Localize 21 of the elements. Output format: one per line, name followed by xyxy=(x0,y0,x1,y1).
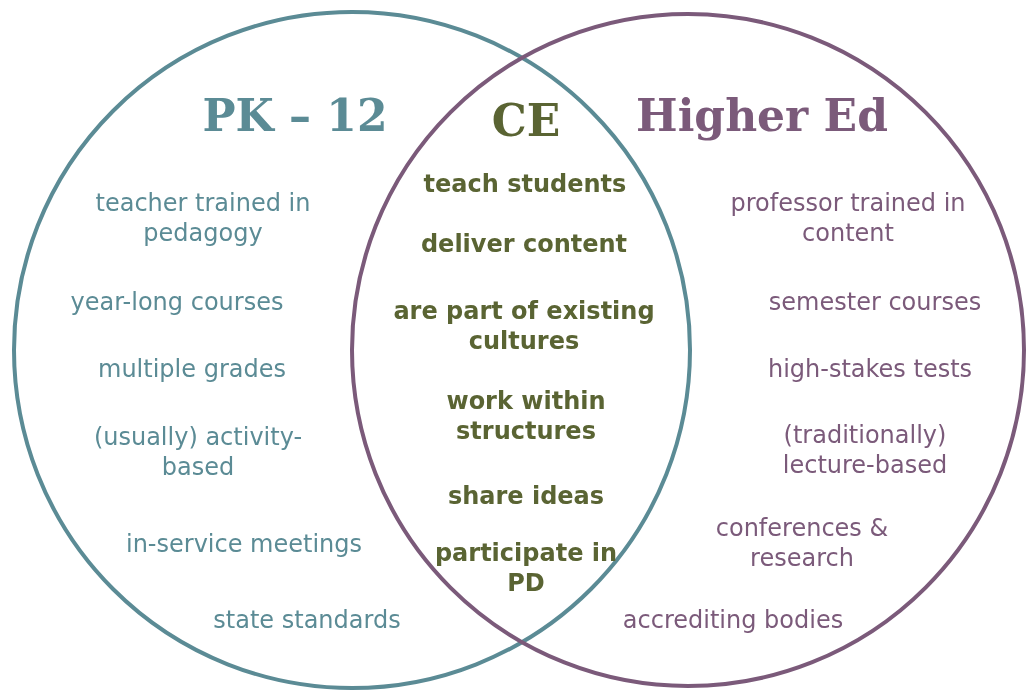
trait-text: (usually) activity-based xyxy=(92,422,304,482)
trait-text: in-service meetings xyxy=(125,529,363,559)
trait-text: professor trained in content xyxy=(729,188,967,248)
trait-text: conferences & research xyxy=(714,513,890,573)
trait-text: year-long courses xyxy=(70,287,284,317)
set-heading: Higher Ed xyxy=(636,89,888,141)
set-heading: CE xyxy=(491,94,561,146)
trait-text: high-stakes tests xyxy=(767,354,973,384)
trait-text: teacher trained in pedagogy xyxy=(94,188,312,248)
trait-text: multiple grades xyxy=(98,354,286,384)
shared-trait: work within structures xyxy=(445,386,607,446)
trait-text: semester courses xyxy=(768,287,982,317)
shared-trait: deliver content xyxy=(420,229,628,259)
trait-text: accrediting bodies xyxy=(622,605,844,635)
shared-trait: teach students xyxy=(423,169,627,199)
trait-text: (traditionally) lecture-based xyxy=(781,420,949,480)
shared-trait: participate in PD xyxy=(433,538,619,598)
set-heading: PK – 12 xyxy=(202,89,388,141)
shared-trait: are part of existing cultures xyxy=(392,296,656,356)
trait-text: state standards xyxy=(213,605,401,635)
shared-trait: share ideas xyxy=(447,481,605,511)
